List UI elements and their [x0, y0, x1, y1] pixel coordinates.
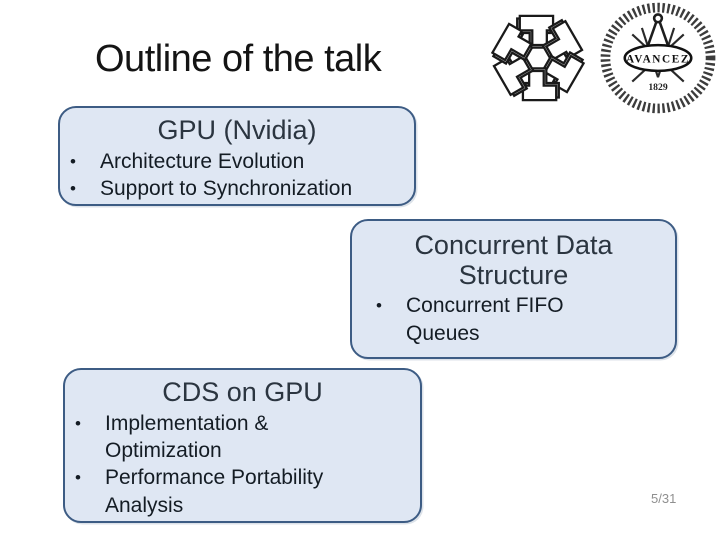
seal-wreath: [600, 2, 716, 114]
page-number: 5/31: [651, 491, 677, 506]
callout-heading-concurrent: Concurrent Data Structure: [414, 230, 613, 290]
callout-heading-gpu: GPU (Nvidia): [157, 115, 317, 145]
callout-box-cds-on-gpu: CDS on GPU • Implementation & Optimizati…: [63, 368, 422, 523]
bullet-text: Performance Portability Analysis: [105, 466, 324, 517]
hexagon-arrow-piece: [490, 14, 586, 102]
bullet-marker: •: [70, 178, 76, 198]
university-seal-icon: AVANCEZ 1829: [600, 2, 716, 114]
bullet-text: Concurrent FIFO Queues: [406, 294, 564, 345]
bullet-list: • Implementation & Optimization • Perfor…: [65, 410, 420, 519]
bullet-item: • Architecture Evolution: [60, 148, 414, 175]
seal-motto: AVANCEZ: [626, 53, 690, 65]
hexagon-arrows-icon: [490, 14, 586, 102]
bullet-text: Implementation & Optimization: [105, 411, 269, 462]
bullet-marker: •: [75, 413, 81, 433]
bullet-item: • Performance Portability Analysis: [65, 464, 420, 519]
bullet-item: • Support to Synchronization: [60, 175, 414, 202]
bullet-text: Support to Synchronization: [100, 176, 353, 200]
research-group-hexagon-logo: [484, 6, 592, 110]
chalmers-seal-logo: AVANCEZ 1829: [599, 2, 717, 114]
bullet-item: • Concurrent FIFO Queues: [366, 292, 675, 347]
bullet-marker: •: [70, 151, 76, 171]
slide-title: Outline of the talk: [95, 38, 382, 80]
seal-year: 1829: [648, 82, 667, 93]
bullet-list: • Concurrent FIFO Queues: [366, 292, 675, 347]
bullet-item: • Implementation & Optimization: [65, 410, 420, 465]
bullet-marker: •: [376, 296, 382, 316]
bullet-list: • Architecture Evolution • Support to Sy…: [60, 148, 414, 203]
callout-heading-cds-gpu: CDS on GPU: [162, 377, 323, 407]
bullet-marker: •: [75, 468, 81, 488]
callout-box-concurrent-data-structure: Concurrent Data Structure • Concurrent F…: [350, 219, 677, 359]
seal-banner: [623, 43, 693, 73]
bullet-text: Architecture Evolution: [100, 149, 305, 173]
callout-box-gpu: GPU (Nvidia) • Architecture Evolution • …: [58, 106, 416, 206]
